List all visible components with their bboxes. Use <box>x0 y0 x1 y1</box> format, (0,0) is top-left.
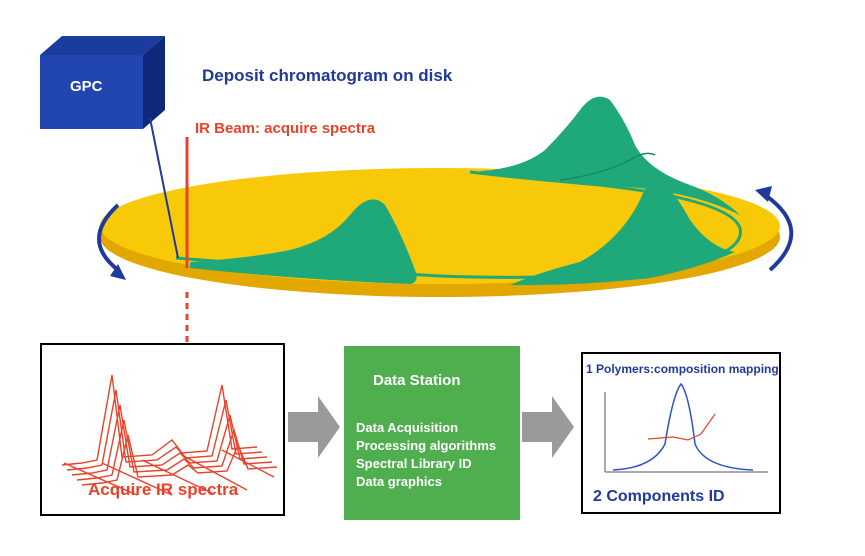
flow-arrow-1 <box>288 396 340 458</box>
rotation-arrow-left <box>97 203 120 272</box>
data-station-box <box>344 346 520 520</box>
data-station-title: Data Station <box>373 372 461 389</box>
peak-small <box>190 199 417 284</box>
gpc-label: GPC <box>70 78 103 95</box>
results-panel <box>581 352 781 514</box>
gpc-box-side <box>143 36 165 129</box>
station-item-graphics: Data graphics <box>356 474 442 489</box>
peak-ridge <box>559 152 656 181</box>
station-item-library: Spectral Library ID <box>356 456 472 471</box>
results-components-caption: 2 Components ID <box>593 488 725 505</box>
peak-large-back <box>470 96 740 215</box>
ir-spectra-plot <box>61 374 278 496</box>
deposit-caption: Deposit chromatogram on disk <box>202 66 453 85</box>
acquire-caption: Acquire IR spectra <box>88 480 239 499</box>
ir-beam-caption: IR Beam: acquire spectra <box>195 120 376 137</box>
station-item-processing: Processing algorithms <box>356 438 497 453</box>
results-plot <box>604 382 768 473</box>
peak-large-front <box>510 179 735 286</box>
rotation-arrowhead-left <box>110 264 126 280</box>
results-title: 1 Polymers:composition mapping <box>586 362 779 376</box>
gpc-box-top <box>40 36 165 55</box>
rotation-arrow-right <box>763 193 794 272</box>
flow-arrow-2 <box>522 396 574 458</box>
gpc-outlet-line <box>149 117 179 259</box>
ir-spectra-panel <box>40 343 285 516</box>
gpc-box-front <box>40 55 143 129</box>
rotation-arrowhead-right <box>755 186 772 202</box>
station-item-acquisition: Data Acquisition <box>356 420 459 435</box>
